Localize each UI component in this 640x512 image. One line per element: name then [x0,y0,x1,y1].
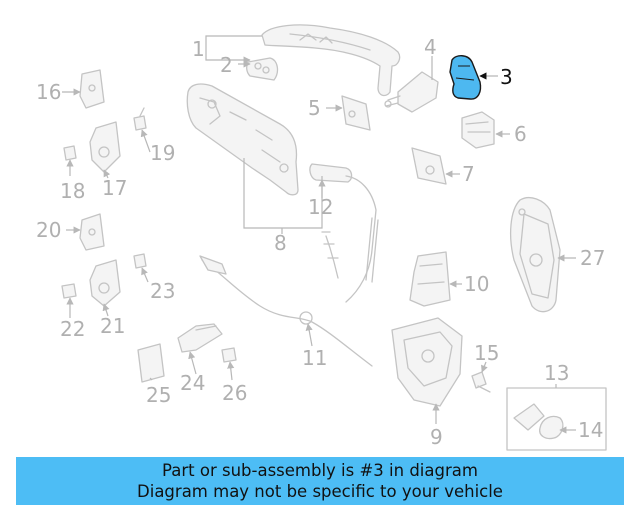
callout-8: 8 [274,231,287,255]
part-24-check-link [177,323,223,353]
callout-23: 23 [150,279,175,303]
part-25-pad [137,343,165,383]
callout-10: 10 [464,272,489,296]
part-26-screw [221,347,237,363]
part-2-handle-cap [246,57,279,81]
callout-18: 18 [60,179,85,203]
part-20-bracket [79,213,105,251]
part-6-housing [461,111,495,149]
callout-9: 9 [430,425,443,449]
part-4-lock-cylinder [384,71,439,113]
callout-21: 21 [100,314,125,338]
part-21-hinge [89,259,121,307]
part-10-bracket [409,251,451,307]
part-16-bracket [79,69,105,109]
callout-labels: 1 2 3 4 5 6 7 8 9 10 11 12 13 14 15 16 1… [36,35,605,449]
part-27-door-module [510,196,561,313]
callout-6: 6 [514,122,527,146]
leader-lines [62,35,576,434]
banner-line-part: Part or sub-assembly is #3 in diagram [162,461,478,480]
callout-22: 22 [60,317,85,341]
part-1-outer-handle [261,24,401,97]
callout-7: 7 [462,162,475,186]
part-8-handle-frame [186,83,299,196]
part-23-bolt [133,253,147,269]
callout-24: 24 [180,371,205,395]
callout-5: 5 [308,96,321,120]
callout-13: 13 [544,361,569,385]
callout-25: 25 [146,383,171,407]
part-5-seal [341,95,371,131]
part-22-bolt [61,283,77,299]
callout-1: 1 [192,37,205,61]
part-18-bolt [63,145,77,161]
callout-3: 3 [500,65,513,89]
part-17-hinge [89,121,121,173]
callout-27: 27 [580,246,605,270]
part-12-clip [309,163,377,303]
callout-17: 17 [102,176,127,200]
part-14-seal-plate [539,415,564,440]
diagram-notice-banner: Part or sub-assembly is #3 in diagram Di… [16,457,624,505]
rod-cable-assembly [321,217,379,283]
callout-16: 16 [36,80,61,104]
callout-11: 11 [302,346,327,370]
callout-12: 12 [308,195,333,219]
part-3-highlighted-bezel [449,55,482,100]
callout-26: 26 [222,381,247,405]
callout-19: 19 [150,141,175,165]
callout-14: 14 [578,418,603,442]
part-19-bolt [133,107,147,131]
part-15-screw [471,371,491,393]
callout-2: 2 [220,53,233,77]
callout-20: 20 [36,218,61,242]
banner-line-disclaimer: Diagram may not be specific to your vehi… [137,482,503,501]
callout-4: 4 [424,35,437,59]
part-9-door-latch [391,317,463,407]
callout-15: 15 [474,341,499,365]
part-7-pad [411,147,447,185]
